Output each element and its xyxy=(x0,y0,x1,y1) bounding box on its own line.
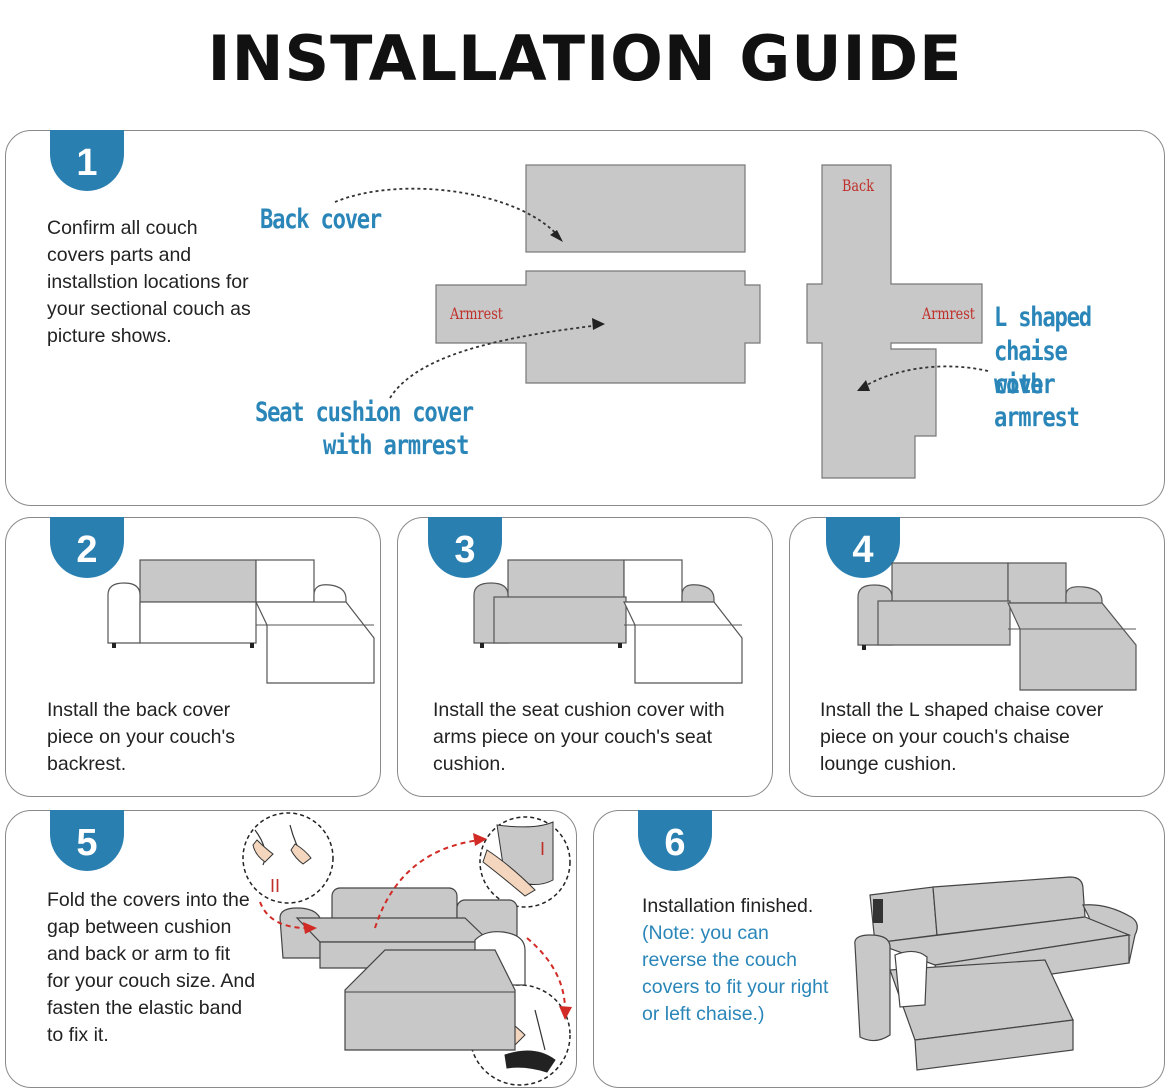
step-3-badge: 3 xyxy=(428,517,502,579)
back-small-label: Back xyxy=(842,176,874,195)
step-6-text: Installation finished. xyxy=(642,895,814,917)
step-4-text: Install the L shaped chaise cover piece … xyxy=(820,699,1104,775)
step-4-badge: 4 xyxy=(826,517,900,579)
step-5-badge: 5 xyxy=(50,810,124,872)
armrest-left-label: Armrest xyxy=(450,304,503,323)
cover-parts-diagram xyxy=(334,164,989,479)
step-6-badge: 6 xyxy=(638,810,712,872)
step-number: 3 xyxy=(454,529,475,571)
step-number: 4 xyxy=(852,529,873,571)
seat-cover-label-1: Seat cushion cover xyxy=(255,397,474,428)
step-number: 1 xyxy=(76,142,97,184)
step-2-text: Install the back cover piece on your cou… xyxy=(47,699,236,775)
roman-two: II xyxy=(270,876,280,896)
seat-cover-label-2: with armrest xyxy=(323,430,469,461)
chaise-cover-piece xyxy=(806,164,983,479)
step-2-badge: 2 xyxy=(50,517,124,579)
couch-seat-illustration xyxy=(473,559,743,684)
finished-couch-illustration xyxy=(854,876,1138,1071)
page-title: INSTALLATION GUIDE xyxy=(207,22,963,95)
detail-circle-hands xyxy=(242,812,334,904)
couch-chaise-illustration xyxy=(857,562,1137,691)
couch-back-illustration xyxy=(107,559,375,684)
step-1-text: Confirm all couch covers parts and insta… xyxy=(47,217,251,347)
roman-one: I xyxy=(540,839,545,859)
step-number: 2 xyxy=(76,529,97,571)
armrest-right-label: Armrest xyxy=(922,304,975,323)
back-cover-label: Back cover xyxy=(260,204,382,235)
chaise-label-2: chaise cover xyxy=(994,336,1068,400)
chaise-label-3: with armrest xyxy=(994,369,1080,433)
step-3-text: Install the seat cushion cover with arms… xyxy=(433,699,725,775)
chaise-label-1: L shaped xyxy=(994,302,1092,333)
step-1-badge: 1 xyxy=(50,130,124,192)
step-5-text: Fold the covers into the gap between cus… xyxy=(47,889,256,1046)
back-cover-piece xyxy=(525,164,746,253)
step-number: 6 xyxy=(664,822,685,864)
step-number: 5 xyxy=(76,822,97,864)
step-6-note: (Note: you can reverse the couch covers … xyxy=(642,922,829,1025)
fold-tuck-illustration: II I xyxy=(242,812,572,1086)
